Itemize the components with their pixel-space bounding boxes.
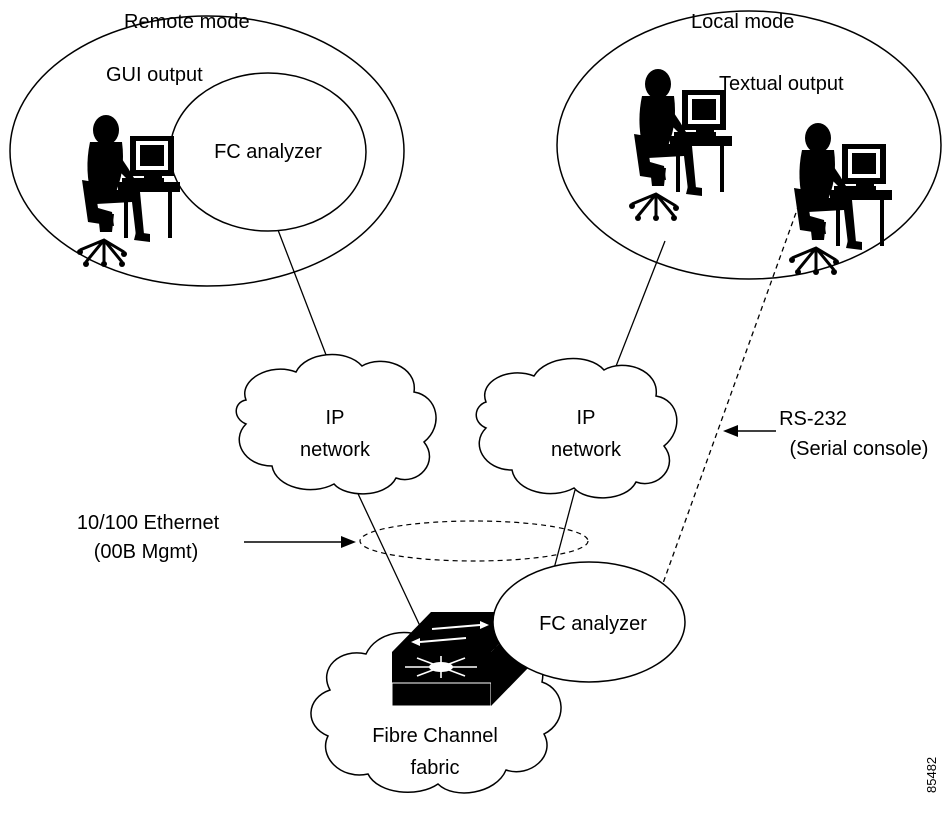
remote-mode-label: Remote mode [124, 11, 250, 33]
right-network-label-line1: IP [577, 407, 596, 429]
serial-console-dashed-link [661, 195, 803, 587]
right-network-to-analyzer-link [551, 489, 576, 577]
fabric-label-line2: fabric [411, 757, 460, 779]
switch-fc-analyzer-label: FC analyzer [539, 613, 647, 635]
oob-mgmt-label: (00B Mgmt) [94, 541, 198, 563]
serial-console-label: (Serial console) [790, 438, 929, 460]
local-console-to-network-link [610, 240, 666, 380]
cloud-icon [475, 357, 678, 499]
right-network-label-line2: network [551, 439, 622, 461]
fabric-label-line1: Fibre Channel [372, 725, 498, 747]
remote-fc-analyzer-label: FC analyzer [214, 141, 322, 163]
figure-number: 85482 [924, 757, 939, 793]
cloud-icon [235, 353, 437, 495]
ethernet-pointer-arrow [244, 536, 356, 548]
textual-output-label: Textual output [719, 73, 844, 95]
remote-mode-boundary [9, 15, 405, 287]
gui-output-label: GUI output [106, 64, 203, 86]
remote-analyzer-to-network-link [277, 229, 334, 374]
person-at-computer-icon [75, 113, 182, 269]
ethernet-label: 10/100 Ethernet [77, 512, 220, 534]
person-at-computer-icon [787, 121, 894, 277]
rs232-pointer-arrow [723, 425, 776, 437]
left-network-label-line2: network [300, 439, 371, 461]
switch-fc-analyzer-node [492, 561, 686, 683]
local-mode-label: Local mode [691, 11, 794, 33]
left-network-label-line1: IP [326, 407, 345, 429]
oob-management-indicator [359, 520, 589, 562]
left-network-to-switch-link [352, 482, 421, 627]
rs232-label: RS-232 [779, 408, 847, 430]
local-mode-boundary [556, 10, 942, 280]
person-at-computer-icon [627, 67, 734, 223]
